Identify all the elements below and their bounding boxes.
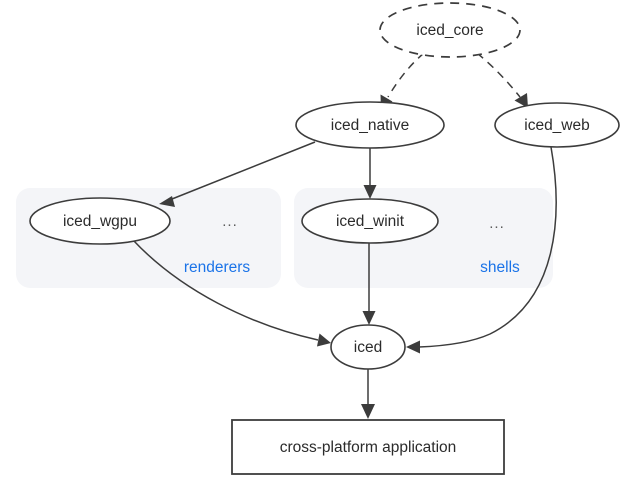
node-iced-label: iced xyxy=(354,339,382,356)
cluster-renderers-label: renderers xyxy=(184,259,251,276)
edge-line xyxy=(171,141,316,200)
node-iced-shape[interactable] xyxy=(330,324,406,370)
node-iced[interactable]: iced xyxy=(330,324,406,370)
node-iced-wgpu[interactable]: iced_wgpu xyxy=(29,197,171,245)
edge-arrowhead xyxy=(363,185,377,199)
node-iced-core-label: iced_core xyxy=(416,22,483,39)
node-iced-native-label: iced_native xyxy=(331,117,409,134)
edge-line xyxy=(387,52,425,98)
edge-line xyxy=(476,52,521,98)
node-cross-platform-application[interactable]: cross-platform application xyxy=(231,419,505,475)
edge-iced-native-to-iced-wgpu xyxy=(159,141,316,207)
node-iced-native[interactable]: iced_native xyxy=(295,101,445,149)
edge-iced-native-to-iced-winit xyxy=(363,148,377,199)
node-iced-winit-shape[interactable] xyxy=(301,198,439,244)
edge-arrowhead xyxy=(361,404,375,419)
node-application-shape[interactable] xyxy=(231,419,505,475)
node-iced-winit-label: iced_winit xyxy=(336,213,405,230)
node-iced-web-shape[interactable] xyxy=(494,102,620,148)
cluster-shells-label: shells xyxy=(480,259,520,276)
edge-arrowhead xyxy=(362,311,376,325)
node-iced-wgpu-shape[interactable] xyxy=(29,197,171,245)
shells-ellipsis: ... xyxy=(489,215,505,232)
edge-line xyxy=(418,146,557,348)
edge-arrowhead xyxy=(514,93,528,108)
edge-arrowhead xyxy=(406,340,420,354)
edge-iced-core-to-iced-native xyxy=(380,52,425,110)
renderers-ellipsis: ... xyxy=(222,213,238,230)
edge-iced-to-application xyxy=(361,369,375,419)
edge-iced-wgpu-to-iced xyxy=(132,239,331,347)
node-iced-wgpu-label: iced_wgpu xyxy=(63,213,137,230)
node-iced-web[interactable]: iced_web xyxy=(494,102,620,148)
node-iced-core[interactable]: iced_core xyxy=(379,2,521,58)
node-iced-core-shape[interactable] xyxy=(379,2,521,58)
node-application-label: cross-platform application xyxy=(280,439,457,456)
edge-iced-winit-to-iced xyxy=(362,243,376,325)
node-iced-native-shape[interactable] xyxy=(295,101,445,149)
node-iced-web-label: iced_web xyxy=(524,117,590,134)
edge-iced-core-to-iced-web xyxy=(476,52,528,108)
edge-arrowhead xyxy=(317,333,331,347)
edge-line xyxy=(132,239,319,341)
node-iced-winit[interactable]: iced_winit xyxy=(301,198,439,244)
edge-iced-web-to-iced xyxy=(406,146,557,354)
edge-arrowhead xyxy=(159,196,175,207)
